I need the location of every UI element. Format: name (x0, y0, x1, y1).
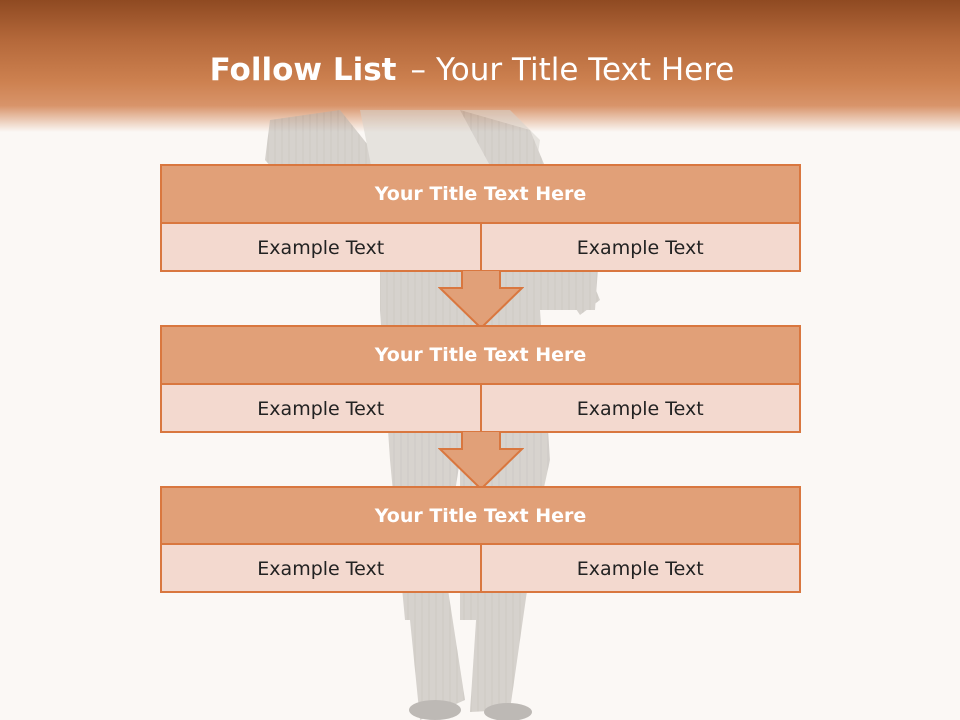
step-3-heading: Your Title Text Here (162, 488, 799, 545)
step-1-left-text: Example Text (162, 224, 482, 272)
step-3-left-text: Example Text (162, 545, 482, 593)
down-arrow-icon-2 (438, 431, 524, 491)
title-separator: – (410, 52, 426, 88)
step-box-2: Your Title Text Here Example Text Exampl… (160, 325, 801, 433)
title-main: Follow List (209, 52, 397, 88)
down-arrow-icon-1 (438, 270, 524, 330)
step-2-heading: Your Title Text Here (162, 327, 799, 385)
step-1-heading: Your Title Text Here (162, 166, 799, 224)
title-sub: Your Title Text Here (435, 52, 735, 88)
step-3-right-text: Example Text (576, 558, 704, 580)
step-2-right-text: Example Text (576, 398, 704, 420)
slide-title: Follow List–Your Title Text Here (0, 52, 944, 88)
step-1-right-text: Example Text (576, 237, 704, 259)
step-box-1: Your Title Text Here Example Text Exampl… (160, 164, 801, 272)
step-box-3: Your Title Text Here Example Text Exampl… (160, 486, 801, 593)
step-2-left-text: Example Text (162, 385, 482, 433)
